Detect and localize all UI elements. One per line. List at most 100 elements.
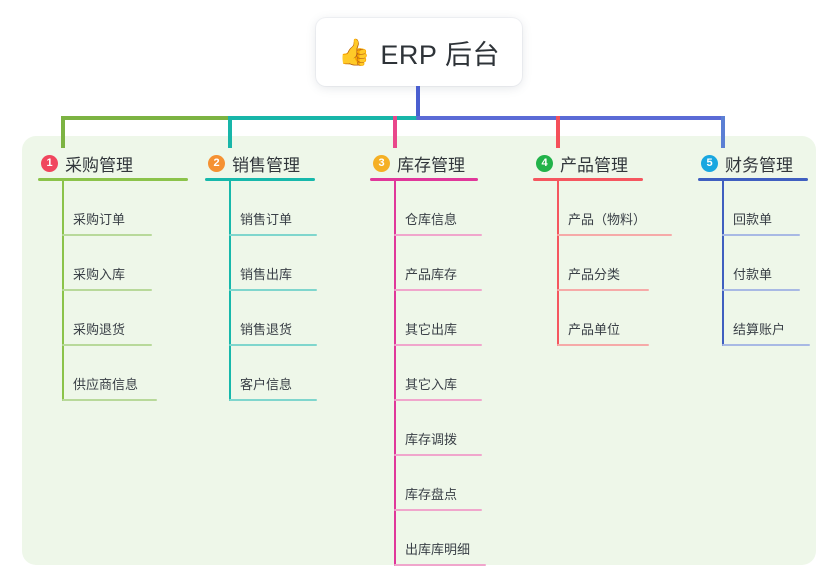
branch-underline-2	[205, 178, 315, 181]
branch-badge-1: 1	[41, 154, 58, 172]
leaf-item[interactable]: 产品库存	[370, 236, 482, 291]
leaf-item[interactable]: 库存调拨	[370, 401, 482, 456]
leaf-rule	[394, 344, 482, 346]
drop-inventory	[393, 116, 397, 148]
leaf-item[interactable]: 采购订单	[38, 181, 188, 236]
leaf-label: 销售退货	[240, 322, 293, 337]
leaf-label: 客户信息	[240, 377, 293, 392]
leaf-rule	[394, 509, 482, 511]
branch-spine-5	[722, 181, 724, 346]
leaf-rule	[557, 234, 672, 236]
leaf-label: 销售出库	[240, 267, 293, 282]
root-stem	[416, 86, 420, 120]
leaf-rule	[394, 564, 486, 566]
leaf-rule	[229, 234, 317, 236]
leaf-item[interactable]: 库存盘点	[370, 456, 482, 511]
leaf-rule	[229, 399, 317, 401]
drop-sales	[228, 116, 232, 148]
branch-underline-3	[370, 178, 478, 181]
leaf-rule	[557, 289, 649, 291]
leaf-item[interactable]: 其它出库	[370, 291, 482, 346]
leaf-label: 结算账户	[733, 322, 786, 337]
branch-leaf-list-4: 产品（物料） 产品分类产品单位	[533, 181, 672, 346]
drop-product	[556, 116, 560, 148]
leaf-rule	[62, 234, 152, 236]
leaf-label: 仓库信息	[405, 212, 458, 227]
leaf-rule	[62, 344, 152, 346]
leaf-item[interactable]: 仓库信息	[370, 181, 482, 236]
leaf-label: 回款单	[733, 212, 773, 227]
leaf-rule	[394, 234, 482, 236]
branch-1: 1 采购管理采购订单采购入库采购退货供应商信息	[38, 148, 188, 401]
branch-title-3: 库存管理	[397, 155, 465, 175]
leaf-label: 产品分类	[568, 267, 621, 282]
leaf-rule	[394, 454, 482, 456]
leaf-rule	[394, 289, 482, 291]
leaf-item[interactable]: 付款单	[698, 236, 808, 291]
leaf-item[interactable]: 采购入库	[38, 236, 188, 291]
leaf-rule	[394, 399, 482, 401]
branches-panel	[22, 136, 816, 565]
leaf-item[interactable]: 销售退货	[205, 291, 317, 346]
leaf-item[interactable]: 产品分类	[533, 236, 649, 291]
leaf-rule	[62, 399, 157, 401]
leaf-rule	[722, 234, 800, 236]
leaf-item[interactable]: 采购退货	[38, 291, 188, 346]
leaf-item[interactable]: 回款单	[698, 181, 808, 236]
bar-segment-teal	[228, 116, 420, 120]
leaf-rule	[62, 289, 152, 291]
leaf-label: 出库库明细	[405, 542, 471, 557]
branch-spine-3	[394, 181, 396, 566]
leaf-item[interactable]: 销售订单	[205, 181, 317, 236]
drop-purchase	[61, 116, 65, 148]
leaf-item[interactable]: 产品单位	[533, 291, 649, 346]
leaf-label: 其它出库	[405, 322, 458, 337]
branch-leaf-list-3: 仓库信息产品库存其它出库其它入库库存调拨库存盘点出库库明细	[370, 181, 486, 566]
branch-title-1: 采购管理	[65, 155, 133, 175]
drop-finance	[721, 116, 725, 148]
leaf-label: 产品库存	[405, 267, 458, 282]
leaf-label: 产品（物料）	[568, 212, 647, 227]
leaf-label: 库存盘点	[405, 487, 458, 502]
leaf-label: 其它入库	[405, 377, 458, 392]
leaf-rule	[229, 344, 317, 346]
leaf-label: 销售订单	[240, 212, 293, 227]
branch-underline-5	[698, 178, 808, 181]
leaf-label: 供应商信息	[73, 377, 139, 392]
leaf-item[interactable]: 结算账户	[698, 291, 810, 346]
leaf-item[interactable]: 产品（物料）	[533, 181, 672, 236]
leaf-label: 采购退货	[73, 322, 126, 337]
branch-title-2: 销售管理	[232, 155, 300, 175]
leaf-item[interactable]: 出库库明细	[370, 511, 486, 566]
branch-leaf-list-2: 销售订单销售出库销售退货客户信息	[205, 181, 317, 401]
leaf-label: 付款单	[733, 267, 773, 282]
leaf-label: 产品单位	[568, 322, 621, 337]
leaf-label: 采购订单	[73, 212, 126, 227]
leaf-item[interactable]: 客户信息	[205, 346, 317, 401]
branch-badge-4: 4	[536, 154, 553, 172]
root-node[interactable]: 👍 ERP 后台	[316, 18, 522, 86]
leaf-rule	[557, 344, 649, 346]
branch-badge-5: 5	[701, 154, 718, 172]
leaf-item[interactable]: 销售出库	[205, 236, 317, 291]
leaf-rule	[229, 289, 317, 291]
branch-spine-2	[229, 181, 231, 401]
root-title: ERP 后台	[380, 39, 500, 70]
bar-segment-blue	[416, 116, 725, 120]
branch-underline-1	[38, 178, 188, 181]
leaf-item[interactable]: 供应商信息	[38, 346, 188, 401]
leaf-rule	[722, 344, 810, 346]
bar-segment-green	[61, 116, 232, 120]
branch-spine-1	[62, 181, 64, 401]
leaf-item[interactable]: 其它入库	[370, 346, 482, 401]
branch-header-1[interactable]: 1 采购管理	[38, 148, 188, 178]
thumbs-up-icon: 👍	[338, 37, 371, 67]
